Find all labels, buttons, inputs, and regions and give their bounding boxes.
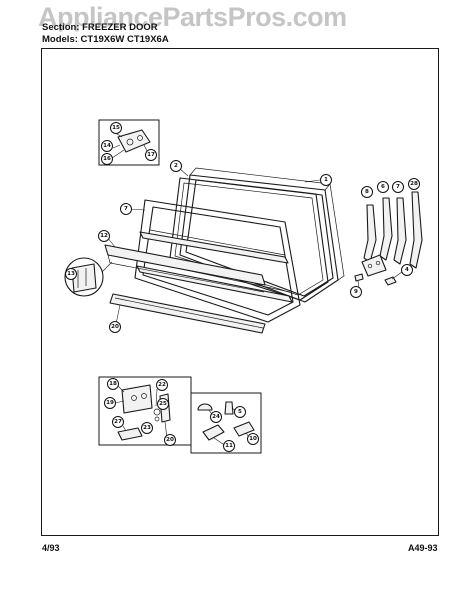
hinge-pin-4 xyxy=(384,276,397,286)
diagram-frame xyxy=(41,48,439,536)
handle-parts xyxy=(354,191,423,286)
watermark-text: AppliancePartsPros.com xyxy=(38,2,347,32)
kit-a-hinge-shape xyxy=(121,384,153,414)
hinge-cover-7 xyxy=(393,197,407,265)
callout-8: 8 xyxy=(361,186,373,198)
svg-text:9: 9 xyxy=(354,289,358,295)
svg-text:11: 11 xyxy=(225,443,233,449)
top-kit-bracket-shape xyxy=(117,129,151,153)
svg-text:6: 6 xyxy=(381,184,385,190)
svg-text:1: 1 xyxy=(324,177,328,183)
svg-text:24: 24 xyxy=(212,414,220,420)
callout-7-liner: 7 xyxy=(120,203,132,215)
top-hinge-kit-box xyxy=(98,119,160,166)
callout-23: 23 xyxy=(141,422,153,434)
callout-25: 25 xyxy=(157,398,169,410)
callout-28: 28 xyxy=(408,178,420,190)
svg-text:8: 8 xyxy=(365,189,369,195)
svg-text:5: 5 xyxy=(238,409,242,415)
screw-9 xyxy=(354,273,364,282)
svg-text:18: 18 xyxy=(109,381,117,387)
handle-28 xyxy=(409,191,423,269)
svg-text:23: 23 xyxy=(143,425,151,431)
callout-9: 9 xyxy=(350,286,362,298)
bottom-hinge-kit-b xyxy=(190,392,262,454)
hinge-bracket xyxy=(361,254,387,277)
bottom-hinge-kit-b-box xyxy=(190,392,262,454)
svg-text:22: 22 xyxy=(158,382,166,388)
models-line: Models: CT19X6W CT19X6A xyxy=(42,34,169,45)
callout-20-rail: 20 xyxy=(109,321,121,333)
callout-2: 2 xyxy=(170,160,182,172)
kit-b-clip-a-shape xyxy=(202,424,225,441)
callout-27: 27 xyxy=(112,416,124,428)
svg-text:19: 19 xyxy=(106,400,114,406)
kit-b-screw-shape xyxy=(224,401,234,415)
svg-text:7: 7 xyxy=(124,206,128,212)
svg-text:27: 27 xyxy=(114,419,122,425)
callout-10: 10 xyxy=(247,433,259,445)
hinge-cover-6 xyxy=(379,197,393,261)
callout-14: 14 xyxy=(101,140,113,152)
callout-19: 19 xyxy=(104,397,116,409)
svg-text:25: 25 xyxy=(159,401,167,407)
callout-18: 18 xyxy=(107,378,119,390)
door-shelf xyxy=(104,244,266,293)
callout-22: 22 xyxy=(156,379,168,391)
shelf-clip-detail xyxy=(64,257,113,297)
handle-strip-8 xyxy=(363,204,377,263)
callout-13: 13 xyxy=(65,268,77,280)
svg-text:16: 16 xyxy=(103,156,111,162)
svg-text:2: 2 xyxy=(174,163,178,169)
callout-15: 15 xyxy=(110,122,122,134)
svg-text:12: 12 xyxy=(100,233,108,239)
svg-text:14: 14 xyxy=(103,143,111,149)
shelf-bottom-rail xyxy=(109,293,266,334)
footer-page-code: A49-93 xyxy=(408,543,438,553)
callout-12: 12 xyxy=(98,230,110,242)
callout-5: 5 xyxy=(234,406,246,418)
svg-text:7: 7 xyxy=(396,184,400,190)
callout-6: 6 xyxy=(377,181,389,193)
callout-7-cover: 7 xyxy=(392,181,404,193)
callout-16: 16 xyxy=(101,153,113,165)
svg-text:15: 15 xyxy=(112,125,120,131)
svg-text:13: 13 xyxy=(67,271,75,277)
svg-text:4: 4 xyxy=(405,267,409,273)
callout-24: 24 xyxy=(210,411,222,423)
kit-a-plate-shape xyxy=(117,427,143,441)
kit-b-cap-shape xyxy=(197,403,213,411)
callout-4: 4 xyxy=(401,264,413,276)
svg-text:20: 20 xyxy=(166,437,174,443)
svg-text:10: 10 xyxy=(249,436,257,442)
callout-17: 17 xyxy=(145,149,157,161)
kit-b-clip-b-shape xyxy=(233,421,255,437)
callout-20-kit: 20 xyxy=(164,434,176,446)
section-title: Section: FREEZER DOOR xyxy=(42,22,158,33)
svg-text:17: 17 xyxy=(147,152,155,158)
top-hinge-kit xyxy=(98,119,160,166)
footer-date: 4/93 xyxy=(42,543,60,553)
svg-text:28: 28 xyxy=(410,181,418,187)
callout-11: 11 xyxy=(223,440,235,452)
svg-text:20: 20 xyxy=(111,324,119,330)
callout-1: 1 xyxy=(320,174,332,186)
